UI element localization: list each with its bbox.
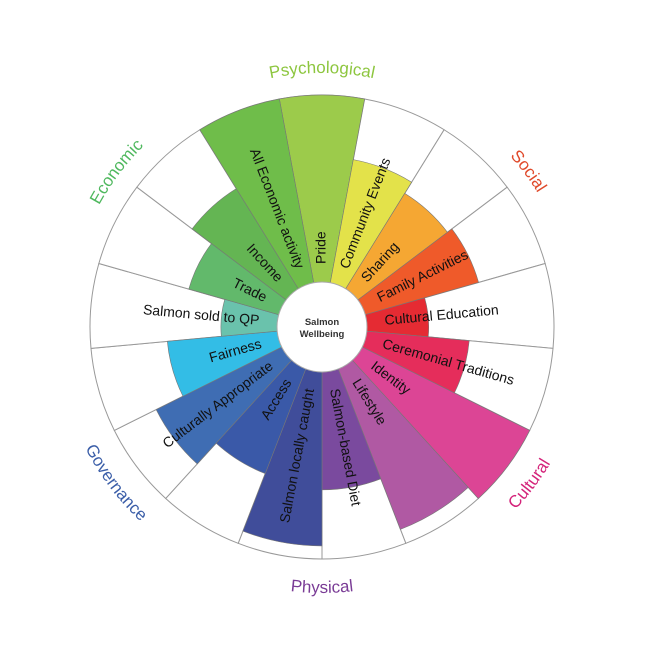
domain-label-social: Social <box>507 146 551 195</box>
segment-wedges-group <box>155 94 531 547</box>
center-label-line-2: Wellbeing <box>300 329 345 340</box>
center-group: Salmon Wellbeing <box>276 281 368 373</box>
domain-label-physical: Physical <box>290 576 354 597</box>
center-circle <box>276 281 368 373</box>
segment-label-pride: Pride <box>313 231 329 264</box>
domain-label-cultural: Cultural <box>504 455 554 512</box>
center-label-line-1: Salmon <box>305 317 340 328</box>
domain-label-psychological: Psychological <box>268 58 377 82</box>
